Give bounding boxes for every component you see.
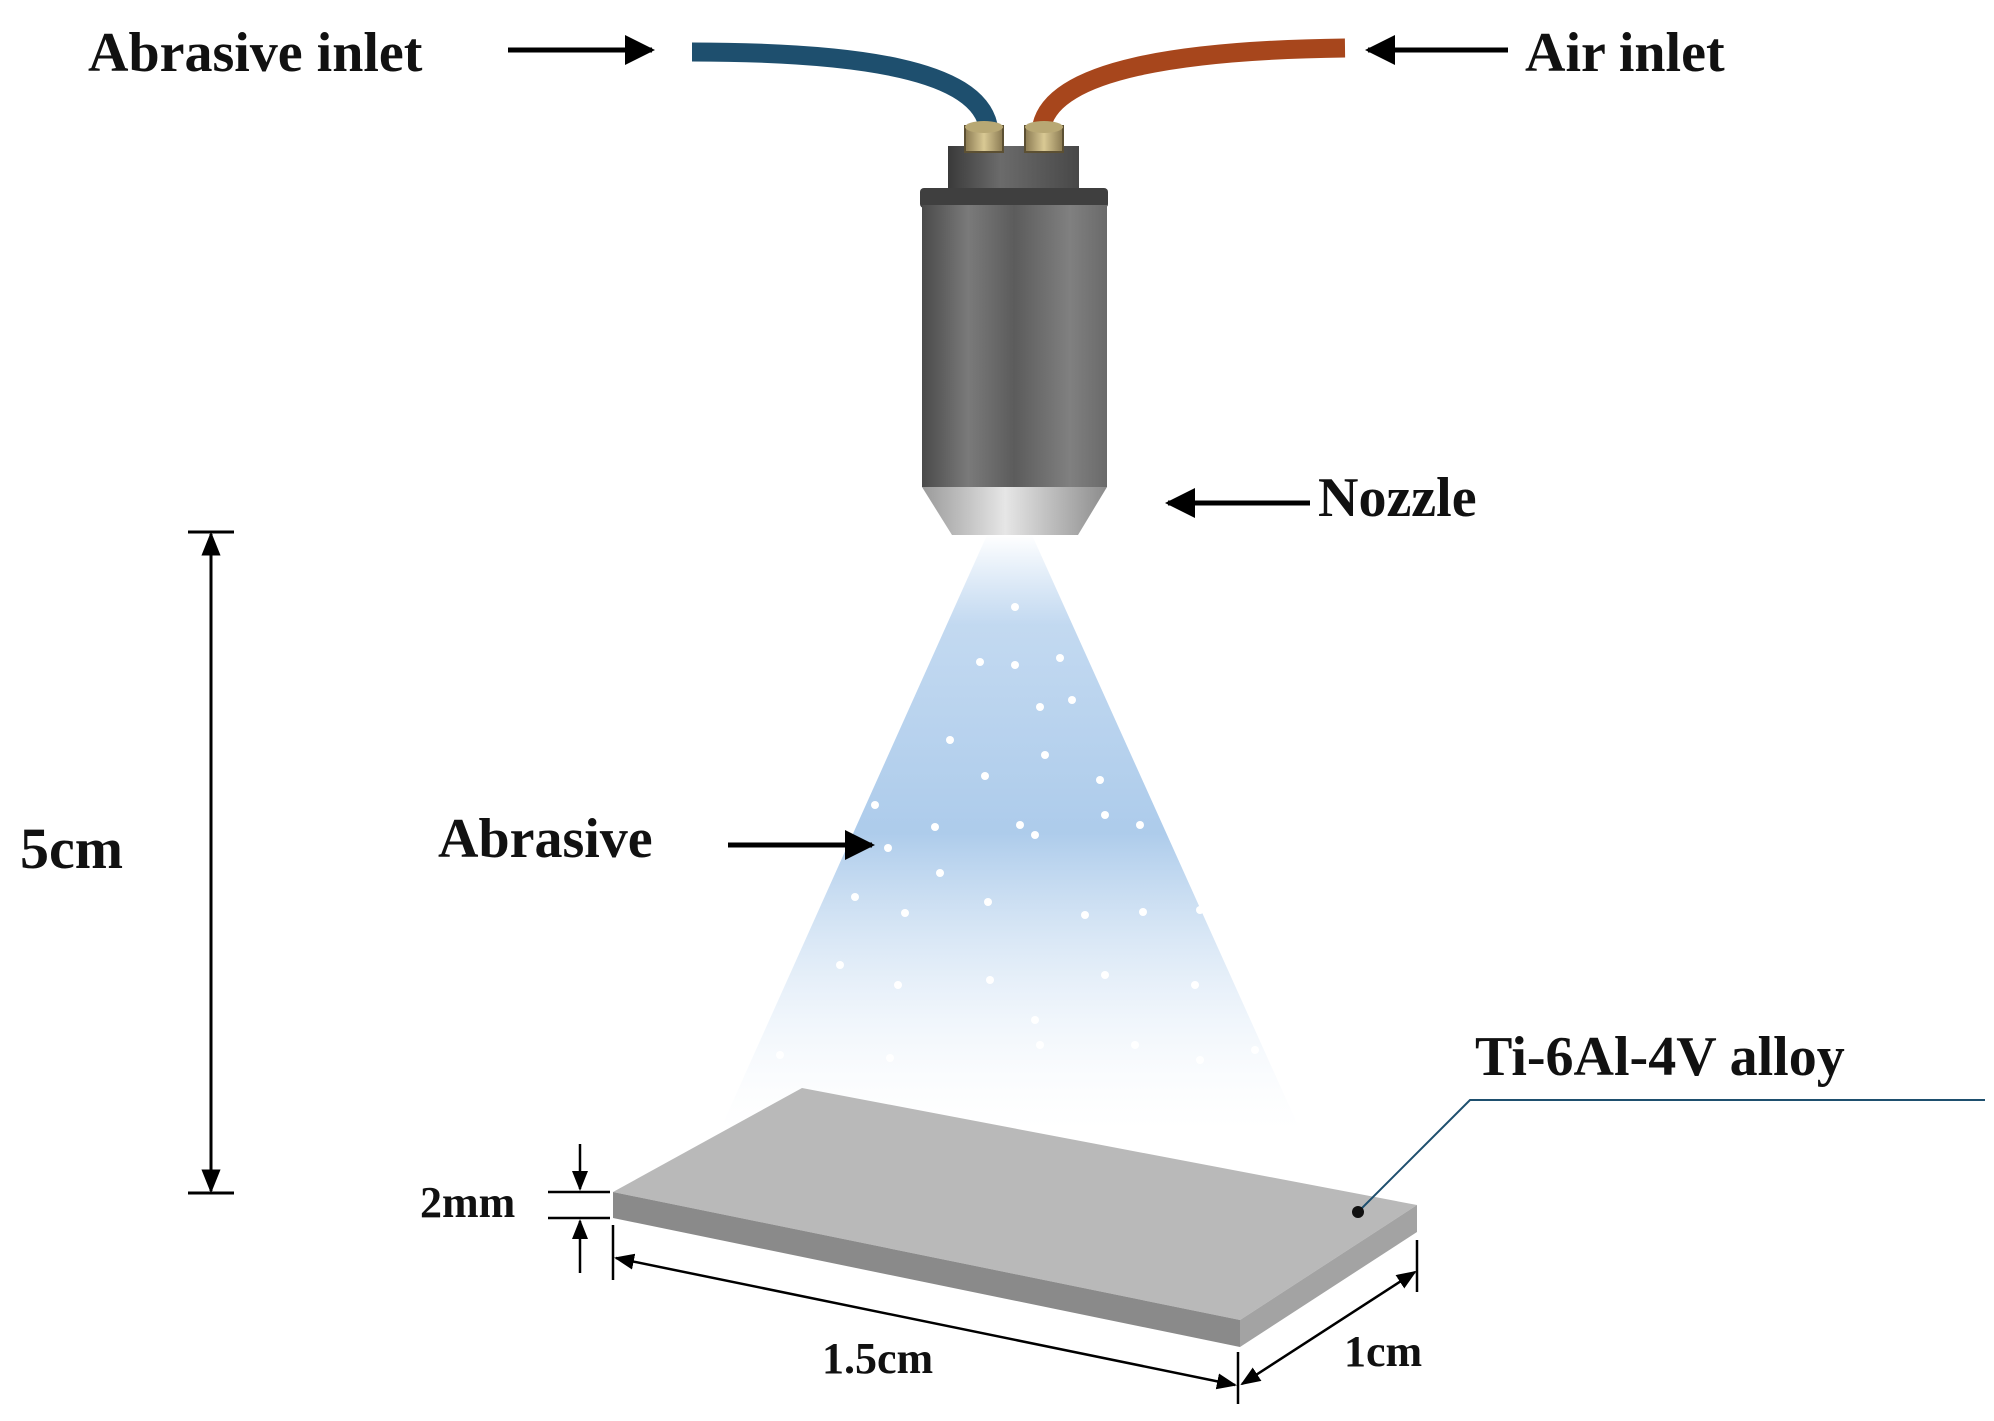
abrasive-particles [776, 603, 1259, 1064]
nozzle-body [922, 205, 1107, 487]
nozzle [920, 121, 1108, 535]
abrasive-spray-cone [720, 535, 1300, 1130]
width-dimension [1240, 1240, 1419, 1386]
distance-dimension [188, 530, 234, 1195]
width-label: 1cm [1344, 1327, 1422, 1376]
nozzle-cap [948, 146, 1079, 192]
abrasive-inlet-label: Abrasive inlet [88, 22, 423, 84]
workpiece-leader-dot [1352, 1206, 1364, 1218]
thickness-label: 2mm [420, 1178, 515, 1227]
workpiece-label: Ti-6Al-4V alloy [1475, 1026, 1845, 1088]
abrasive-label: Abrasive [438, 808, 653, 870]
nozzle-tip [922, 487, 1107, 535]
nozzle-collar [920, 188, 1108, 208]
brass-fitting-icon [964, 121, 1004, 153]
brass-fitting-icon [1024, 121, 1064, 153]
distance-label: 5cm [20, 816, 123, 881]
abrasive-hose [691, 42, 998, 128]
length-label: 1.5cm [822, 1334, 933, 1383]
air-hose [1032, 38, 1346, 129]
thickness-dimension [548, 1144, 610, 1273]
workpiece-leader-line [1357, 1099, 1985, 1213]
nozzle-label: Nozzle [1318, 467, 1477, 529]
length-dimension [611, 1225, 1240, 1404]
air-inlet-label: Air inlet [1525, 22, 1725, 84]
